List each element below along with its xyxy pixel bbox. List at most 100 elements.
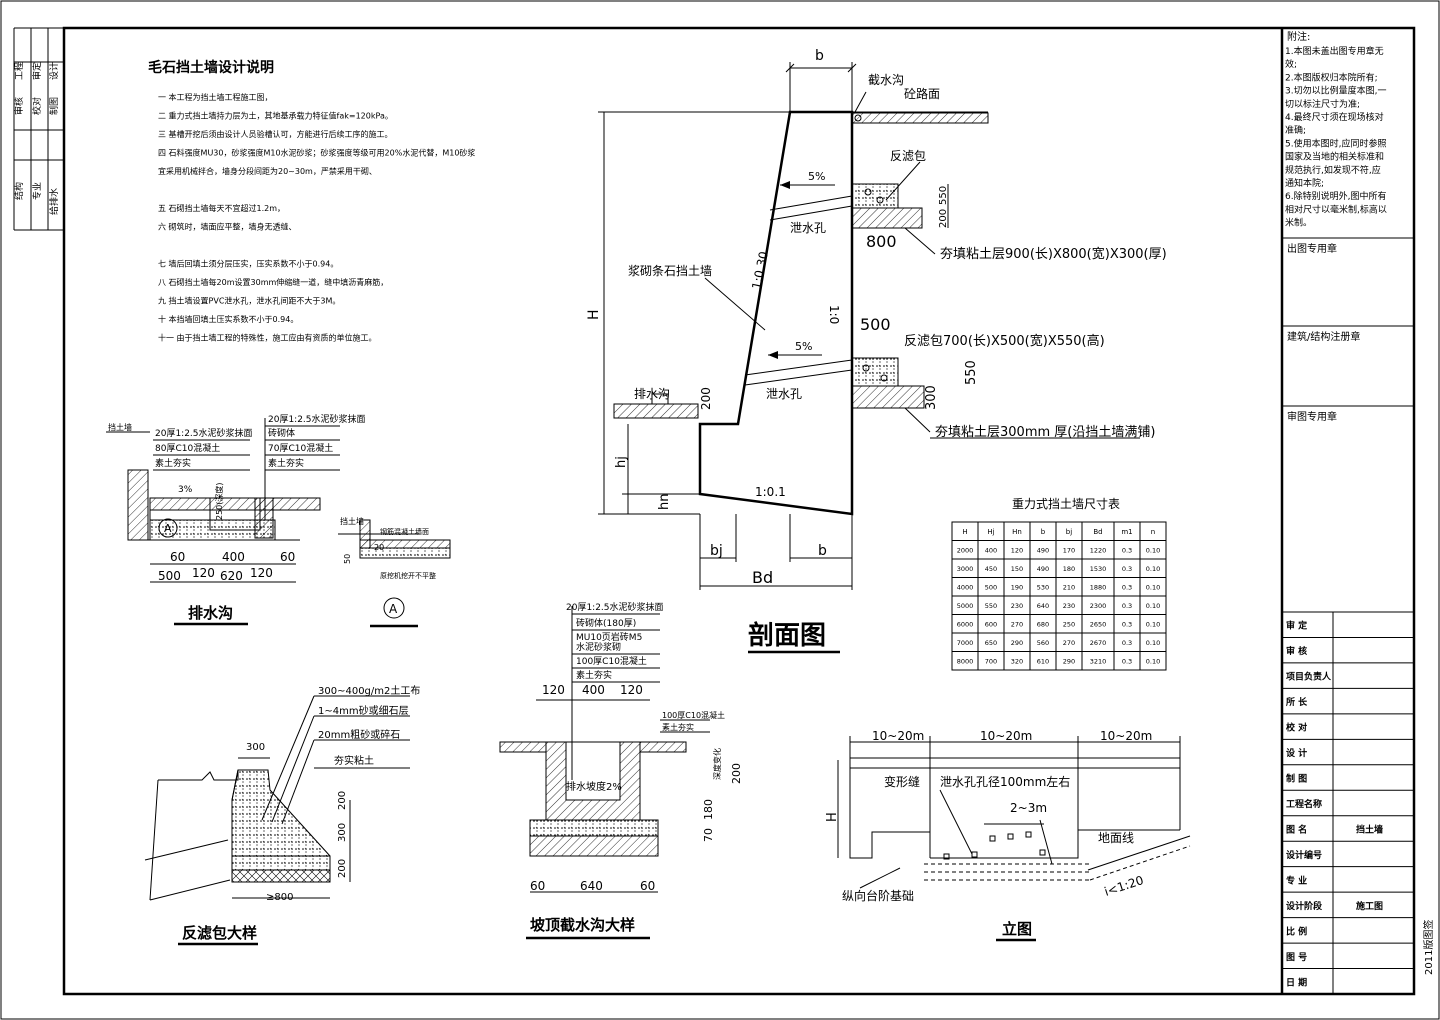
- title-row-label: 工程名称: [1286, 798, 1322, 810]
- slope-5pct-b: 5%: [795, 340, 812, 353]
- notes-line: 宜采用机械拌合，墙身分段间距为20~30m，严禁采用干砌、: [158, 166, 377, 176]
- table-cell: 7000: [957, 639, 974, 647]
- weep-hole-mark: [943, 853, 950, 860]
- title-note-line: 通知本院;: [1285, 177, 1324, 189]
- title-row-label: 专 业: [1286, 874, 1307, 886]
- notes-title: 毛石挡土墙设计说明: [148, 59, 274, 76]
- title-note-line: 效;: [1285, 58, 1297, 70]
- title-row-value: 施工图: [1356, 900, 1383, 912]
- drain-r3: 70厚C10混凝土: [268, 442, 333, 454]
- table-cell: 270: [1063, 639, 1075, 647]
- drain-d400: 400: [222, 550, 245, 564]
- title-note-line: 5.使用本图时,应同时参照: [1285, 137, 1386, 149]
- weep-hole-mark: [971, 851, 978, 858]
- elevation: 10~20m 10~20m 10~20m H 变形缝 泄水孔孔径100mm左右 …: [825, 729, 1191, 942]
- stamp3: 审图专用章: [1287, 410, 1337, 423]
- elev-step: 纵向台阶基础: [842, 888, 914, 903]
- ditch-d180: 180: [702, 799, 715, 820]
- table-cell: 530: [1037, 584, 1049, 592]
- title-note-line: 相对尺寸以毫米制,标高以: [1285, 203, 1387, 215]
- filter-title: 反滤包大样: [182, 924, 257, 942]
- ditch-d640: 640: [580, 879, 603, 893]
- elev-d2: 10~20m: [980, 729, 1032, 743]
- table-cell: 1220: [1090, 547, 1107, 555]
- intercept-ditch-label: 截水沟: [868, 73, 904, 87]
- table-cell: 290: [1063, 658, 1075, 666]
- table-cell: 600: [985, 621, 997, 629]
- table-cell: 560: [1037, 639, 1049, 647]
- elev-d1: 10~20m: [872, 729, 924, 743]
- title-row-value: 挡土墙: [1356, 823, 1383, 835]
- ditch-l6: 素土夯实: [576, 669, 612, 681]
- table-header: m1: [1121, 528, 1132, 536]
- ditch-l2: 砖砌体(180厚): [576, 617, 636, 629]
- elev-joint: 变形缝: [884, 774, 920, 789]
- table-cell: 2650: [1090, 621, 1107, 629]
- table-cell: 0.10: [1146, 584, 1160, 592]
- filter-l4: 夯实粘土: [334, 754, 374, 767]
- drain-d60b: 60: [280, 550, 295, 564]
- ditch-l3: MU10页岩砖M5: [576, 631, 642, 643]
- drain-top3: 素土夯实: [155, 457, 191, 469]
- table-cell: 270: [1011, 621, 1023, 629]
- title-row-label: 设计阶段: [1286, 900, 1323, 912]
- table-cell: 0.3: [1122, 602, 1132, 610]
- ditch-slope: 排水坡度2%: [566, 780, 622, 793]
- elev-title: 立图: [1002, 920, 1032, 938]
- stamp2: 建筑/结构注册章: [1287, 330, 1360, 343]
- title-note-line: 1.本图未盖出图专用章无: [1285, 45, 1384, 57]
- table-cell: 2000: [957, 547, 974, 555]
- dim-hj: hj: [614, 456, 629, 468]
- drain-A: A: [164, 522, 172, 535]
- table-cell: 3210: [1090, 658, 1107, 666]
- drain-title: 排水沟: [188, 604, 233, 622]
- dim-bj: bj: [710, 543, 723, 559]
- drain-top2: 80厚C10混凝土: [155, 442, 220, 454]
- ditch-d70: 70: [702, 828, 715, 842]
- drain-r2: 砖砌体: [268, 427, 295, 439]
- detailA-wall: 挡土墙: [340, 516, 364, 526]
- weep-hole-mark: [1039, 849, 1046, 856]
- table-cell: 1880: [1090, 584, 1107, 592]
- drain-r4: 素土夯实: [268, 457, 304, 469]
- table-header: b: [1041, 528, 1046, 536]
- notes-line: 十 本挡墙回填土压实系数不小于0.94。: [158, 314, 298, 324]
- notes-line: 二 重力式挡土墙持力层为土，其地基承载力特征值fak=120kPa。: [158, 111, 393, 121]
- drain-wall: 挡土墙: [108, 422, 132, 432]
- table-cell: 5000: [957, 602, 974, 610]
- svg-text:专业: 专业: [31, 182, 43, 200]
- title-note-line: 国家及当地的相关标准和: [1285, 151, 1384, 163]
- filter-d200a: 200: [337, 791, 348, 810]
- weep-hole-a: 泄水孔: [790, 221, 826, 235]
- table-header: bj: [1066, 528, 1072, 536]
- table-cell: 320: [1011, 658, 1023, 666]
- table-cell: 6000: [957, 621, 974, 629]
- inner-border: [62, 26, 1416, 996]
- size-table-title: 重力式挡土墙尺寸表: [1012, 497, 1120, 511]
- title-row-label: 项目负责人: [1286, 671, 1332, 683]
- table-cell: 230: [1011, 602, 1023, 610]
- notes-line: 四 石料强度MU30，砂浆强度M10水泥砂浆；砂浆强度等级可用20%水泥代替，M…: [158, 148, 475, 158]
- drain-slope: 3%: [178, 485, 193, 495]
- table-cell: 650: [985, 639, 997, 647]
- table-header: Hj: [987, 528, 994, 536]
- svg-text:审核: 审核: [13, 97, 25, 115]
- table-header: n: [1151, 528, 1155, 536]
- svg-text:给排水: 给排水: [48, 188, 60, 215]
- notes-line: 九 挡土墙设置PVC泄水孔，泄水孔间距不大于3M。: [158, 296, 340, 306]
- drain-dim250: 250(深度): [214, 482, 224, 520]
- dim-200: 200: [699, 387, 713, 410]
- table-cell: 0.3: [1122, 565, 1132, 573]
- dim-H: H: [586, 309, 602, 320]
- notes-lines: 一 本工程为挡土墙工程施工图，二 重力式挡土墙持力层为土，其地基承载力特征值fa…: [158, 92, 475, 343]
- table-header: H: [962, 528, 967, 536]
- title-row-label: 审 定: [1286, 620, 1308, 632]
- table-cell: 0.10: [1146, 565, 1160, 573]
- title-note-line: 6.除特别说明外,图中所有: [1285, 190, 1386, 202]
- ratio-front: 1:0: [827, 305, 841, 324]
- drain-d500: 500: [158, 569, 181, 583]
- svg-text:结构: 结构: [13, 182, 25, 200]
- dim-800: 800: [866, 232, 897, 251]
- clay-a-label: 夯填粘土层900(长)X800(宽)X300(厚): [940, 246, 1167, 262]
